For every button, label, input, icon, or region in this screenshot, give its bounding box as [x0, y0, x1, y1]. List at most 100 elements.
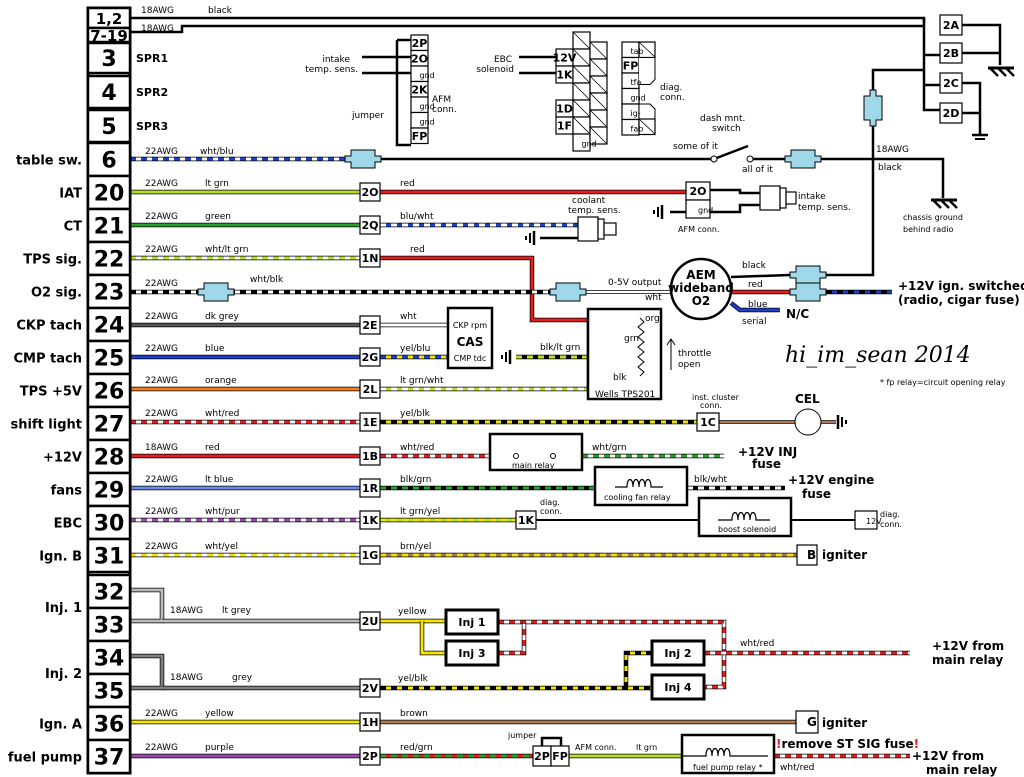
- jumper-label: jumper: [351, 111, 384, 121]
- inst-cluster-label: inst. cluster: [692, 393, 740, 402]
- connector-12v-label: 12V: [866, 517, 882, 526]
- injector-2: [650, 639, 706, 667]
- ecu-pin-number: 25: [94, 347, 125, 372]
- igniter-label: igniter: [822, 716, 867, 730]
- switch-position-label: all of it: [742, 165, 773, 175]
- wires-layer: [130, 16, 1002, 759]
- ecu-pin-3: [86, 41, 132, 75]
- sensor-label: coolant: [572, 196, 606, 206]
- cavity-diag: [589, 109, 608, 128]
- ground-wire-2: [130, 24, 924, 34]
- color-label: serial: [742, 317, 766, 327]
- o2-blue-wire: [730, 301, 780, 312]
- connector-2P-label: 2P: [362, 750, 378, 763]
- afm-jumper: [395, 40, 411, 147]
- fp-relay-label: fuel pump relay *: [693, 763, 763, 772]
- ground-connector-2D-label: 2D: [943, 107, 960, 120]
- it-wire: [710, 188, 760, 195]
- color-label: black: [742, 261, 767, 271]
- main-relay-label: main relay: [926, 763, 997, 777]
- chassis-ground-icon: [931, 198, 958, 209]
- inj-fuse-label: +12V INJ: [738, 445, 797, 459]
- connector-2p-label: 2P: [534, 750, 550, 763]
- ecu-pin-number: 32: [94, 581, 125, 606]
- diag-label: diag.: [540, 498, 560, 507]
- aem-wideband-o2: [669, 257, 733, 321]
- ecu-pin-number: 23: [94, 281, 125, 306]
- relay-coil: [615, 478, 663, 488]
- ecu-pin-25: [86, 339, 132, 376]
- fuel-pump-relay: [680, 733, 776, 775]
- injector-label: Inj 3: [458, 647, 485, 660]
- chassis-ground-label: behind radio: [903, 225, 953, 234]
- jumper-label: jumper: [507, 731, 537, 740]
- diag-pin-5-label: fab: [631, 124, 644, 133]
- cavity-diag: [638, 118, 656, 135]
- cel-label: CEL: [795, 392, 820, 406]
- connector-1R: [359, 478, 381, 498]
- color-label: red: [400, 179, 415, 189]
- fan-relay-label: cooling fan relay: [604, 493, 671, 502]
- tps-pin-label: org: [645, 314, 660, 324]
- o2-black-wire: [730, 273, 791, 279]
- wire-pin32-outline: [130, 587, 165, 624]
- ground-icon: [836, 413, 848, 431]
- wire-inj2-stripe: [624, 651, 652, 688]
- color-label: lt blue: [205, 475, 234, 485]
- ground-icon: [652, 203, 664, 221]
- pin-function-label: table sw.: [16, 154, 82, 169]
- main-relay-label: +12V from: [912, 749, 984, 763]
- injector-4: [650, 673, 706, 701]
- diag-label: conn.: [880, 520, 902, 529]
- ign-switched-label: (radio, cigar fuse): [898, 293, 1020, 307]
- afm-pin-2-label: gnd: [420, 71, 435, 80]
- color-label: red: [205, 443, 220, 453]
- pin-function-label: CKP tach: [16, 319, 82, 334]
- igniter-g-label: G: [807, 715, 817, 729]
- color-label: red/grn: [400, 743, 433, 753]
- boost-solenoid-label: boost solenoid: [718, 525, 776, 534]
- tps-resistor: [637, 317, 645, 377]
- cavity-diag: [572, 31, 591, 50]
- color-label: wht/blk: [250, 275, 284, 285]
- relay-contact: [550, 453, 556, 459]
- gauge-label: 22AWG: [145, 179, 178, 189]
- connector-1k-diag-label: 1K: [518, 514, 535, 527]
- ebc-label: EBC: [494, 55, 512, 65]
- igniter-label: igniter: [822, 548, 867, 562]
- igniter-g: [795, 710, 819, 734]
- remove-st-sig-warning: !remove ST SIG fuse!: [776, 737, 919, 751]
- parts-layer: [86, 6, 1015, 775]
- color-label: wht/red: [780, 763, 814, 773]
- pin-function-label: IAT: [59, 187, 82, 202]
- cavity-diag: [589, 58, 608, 77]
- it-wire: [710, 203, 760, 214]
- ecu-pin-28: [86, 438, 132, 475]
- gnd-tick: [997, 67, 1007, 77]
- pin-function-label: fuel pump: [8, 751, 82, 766]
- color-label: red: [410, 245, 425, 255]
- ecu-pin-26: [86, 372, 132, 409]
- ground-icon: [524, 229, 536, 247]
- connector-1K: [359, 510, 381, 530]
- connector-2E: [359, 315, 381, 335]
- cel-bulb: [794, 408, 822, 436]
- connector-1E-label: 1E: [362, 416, 377, 429]
- color-label: dk grey: [205, 312, 240, 322]
- connector-2Q-label: 2Q: [361, 219, 378, 232]
- afm-conn-2o-label: 2O: [689, 185, 706, 198]
- cavity-diag: [638, 41, 656, 58]
- ecu-pin-number: 34: [94, 647, 125, 672]
- ecu-pin-37: [86, 738, 132, 775]
- tps-name-label: Wells TPS201: [595, 390, 655, 400]
- gauge-label: 22AWG: [145, 245, 178, 255]
- sensor-label: temp. sens.: [798, 203, 851, 213]
- o2-output-label: 0-5V output: [608, 278, 662, 288]
- afm-pin-6: [410, 127, 429, 145]
- main-relay: [488, 432, 584, 472]
- throttle-arrow-head: [666, 338, 676, 346]
- connector-1k-diag: [515, 510, 537, 530]
- gauge-label: 22AWG: [145, 475, 178, 485]
